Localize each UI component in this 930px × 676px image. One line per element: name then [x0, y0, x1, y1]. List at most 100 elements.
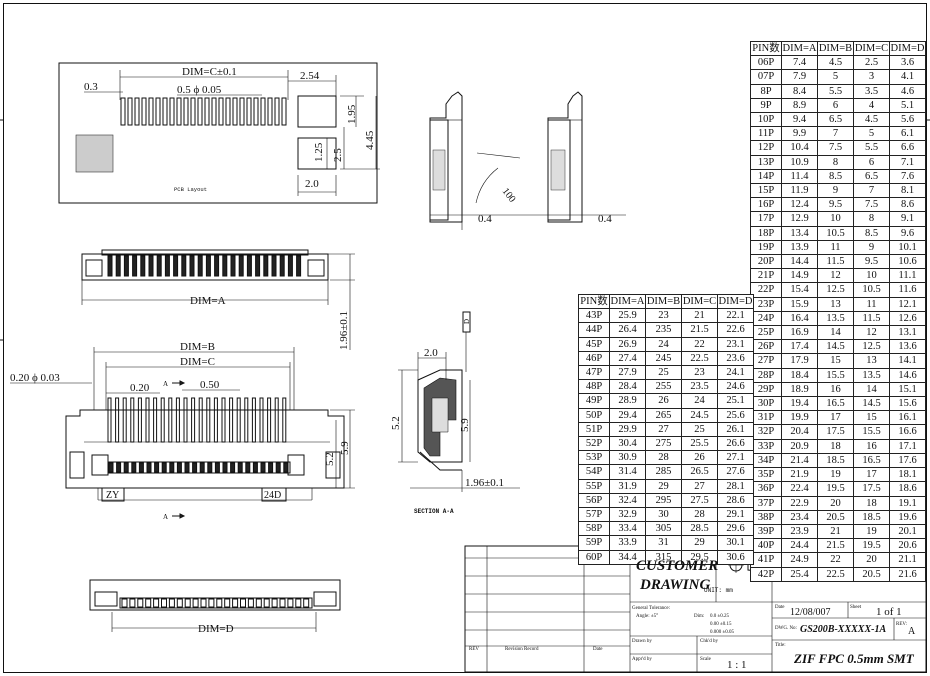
pin-table-cell: 54P	[578, 464, 610, 480]
top-pin	[296, 255, 302, 277]
pin-table-cell: 7.6	[889, 168, 926, 185]
front-pin	[282, 397, 287, 443]
pcb-pad	[134, 97, 140, 126]
pcb-pad	[190, 97, 196, 126]
pin-table-cell: 28.9	[609, 393, 646, 409]
pin-table-cell: 23.9	[781, 523, 818, 540]
pin-table-cell: 8.5	[817, 168, 854, 185]
pin-table-cell: 12.1	[889, 296, 926, 312]
pin-table-cell: 53P	[578, 450, 610, 466]
pin-table-cell: 19P	[750, 239, 782, 256]
front-pin-foot	[252, 462, 258, 473]
pin-table-cell: 12.5	[853, 339, 890, 355]
pin-table-cell: 24P	[750, 310, 782, 327]
pin-table-cell: 10.1	[889, 239, 926, 256]
pin-table-cell: 9	[853, 239, 890, 256]
top-pin	[246, 255, 252, 277]
pin-table-cell: 275	[645, 436, 682, 452]
section-d59: 5.9	[459, 418, 471, 432]
pin-table-cell: 265	[645, 407, 682, 423]
pin-table-cell: 19.6	[889, 509, 926, 525]
front-pin	[130, 397, 135, 443]
tol-angle: Angle: ±5°	[636, 614, 658, 619]
top-view-pins	[107, 255, 302, 277]
section-d-marker: D	[463, 319, 471, 324]
pin-table-cell: 16	[853, 438, 890, 454]
sheet-value: 1 of 1	[876, 606, 902, 618]
pin-table-cell: 43P	[578, 308, 610, 324]
pin-table-cell: 15.6	[889, 396, 926, 412]
pin-table-cell: 19.1	[889, 495, 926, 511]
pin-table-cell: 26.1	[717, 421, 754, 438]
pin-table-cell: 11	[853, 296, 890, 312]
section-d20: 2.0	[424, 347, 438, 359]
pcb-pads	[120, 97, 287, 126]
front-pin-foot	[268, 462, 274, 473]
pin-table-cell: 28	[645, 450, 682, 466]
front-pin	[107, 397, 112, 443]
front-pin-foot	[230, 462, 236, 473]
pin-table-cell: 17.4	[781, 339, 818, 355]
pcb-pad	[148, 97, 154, 126]
bottom-pin	[216, 598, 223, 608]
pin-table-cell: 19.5	[817, 481, 854, 497]
front-pin-foot	[146, 462, 152, 473]
front-pin	[137, 397, 142, 443]
pin-table-cell: 295	[645, 492, 682, 509]
pin-table-cell: 20	[853, 552, 890, 568]
pin-table-cell: 13.5	[817, 310, 854, 327]
pin-table-cell: 22.5	[817, 566, 854, 582]
pin-table-cell: 50P	[578, 407, 610, 423]
front-pin	[274, 397, 279, 443]
pin-table-cell: 25.9	[609, 308, 646, 324]
pin-table-cell: 16P	[750, 197, 782, 213]
pin-table-cell: 20	[817, 495, 854, 511]
front-pin-foot	[260, 462, 266, 473]
pin-table-cell: 12.6	[889, 310, 926, 327]
front-dim-b: DIM=B	[180, 341, 215, 353]
pin-table-cell: 31P	[750, 410, 782, 426]
pin-table-cell: 25.1	[717, 393, 754, 409]
pcb-pad	[218, 97, 224, 126]
section-marker-top: A	[163, 380, 168, 388]
bottom-pin	[121, 598, 128, 608]
pin-table-cell: 30P	[750, 396, 782, 412]
pin-table-cell: 25.6	[717, 407, 754, 423]
tol-row3: 0.000 ±0.05	[710, 630, 734, 635]
scale-label: Scale	[700, 657, 712, 662]
pin-table-cell: 6.6	[889, 140, 926, 156]
pin-table-cell: 33.4	[609, 521, 646, 537]
pcb-pad	[260, 97, 266, 126]
pin-table-header: DIM=D	[889, 40, 926, 57]
pin-table-cell: 20.9	[781, 438, 818, 454]
pin-table-cell: 8.6	[889, 197, 926, 213]
pin-table-cell: 235	[645, 322, 682, 338]
pin-table-cell: 5.6	[889, 112, 926, 128]
front-pin-foot	[192, 462, 198, 473]
sheet-label: Sheet	[850, 605, 862, 610]
front-pin-foot	[237, 462, 243, 473]
pin-table-cell: 38P	[750, 509, 782, 525]
pin-table-cell: 8.1	[889, 183, 926, 199]
pin-table-cell: 15P	[750, 183, 782, 199]
pin-table-cell: 10.5	[853, 282, 890, 298]
pin-table-cell: 18	[817, 438, 854, 454]
pin-table-cell: 22	[681, 336, 718, 352]
pin-table-cell: 20P	[750, 254, 782, 270]
pin-table-cell: 5	[817, 69, 854, 85]
front-pin	[160, 397, 165, 443]
pin-table-cell: 22.5	[681, 350, 718, 367]
pin-table-cell: 17.5	[853, 481, 890, 497]
pin-table-cell: 305	[645, 521, 682, 537]
bottom-pin	[192, 598, 199, 608]
